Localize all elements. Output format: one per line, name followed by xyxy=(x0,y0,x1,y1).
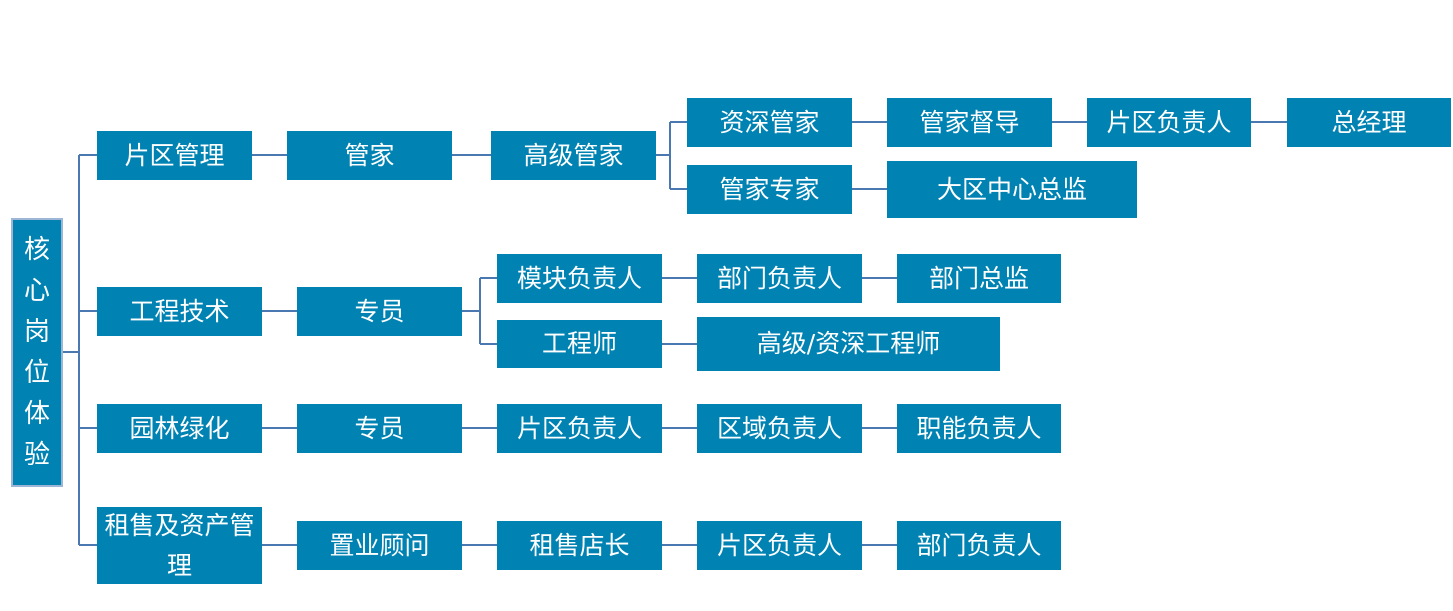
node-b1-chain-1: 管家 xyxy=(287,131,452,180)
node-label: 区域负责人 xyxy=(716,413,842,443)
node-label: 片区负责人 xyxy=(516,413,642,443)
root-label: 核心岗位体验 xyxy=(24,234,51,470)
node-b4-chain-4: 部门负责人 xyxy=(897,521,1061,570)
node-label: 专员 xyxy=(354,296,405,326)
node-label: 大区中心总监 xyxy=(936,174,1087,204)
node-label: 工程技术 xyxy=(129,296,230,326)
node-b3-chain-2: 片区负责人 xyxy=(497,404,662,453)
node-label: 资深管家 xyxy=(719,107,820,137)
node-b2-sub1-2: 部门负责人 xyxy=(697,254,862,303)
node-branch-1: 片区管理 xyxy=(97,131,252,180)
node-label: 部门负责人 xyxy=(716,263,842,293)
node-label: 职能负责人 xyxy=(916,413,1042,443)
node-b2-chain-1: 专员 xyxy=(297,287,462,336)
node-b2-sub2-1: 工程师 xyxy=(497,320,662,368)
node-label: 片区负责人 xyxy=(1106,107,1232,137)
node-b3-chain-4: 职能负责人 xyxy=(897,404,1061,453)
node-label: 专员 xyxy=(354,413,405,443)
node-b2-sub1-1: 模块负责人 xyxy=(497,254,662,303)
node-label: 管家 xyxy=(344,140,395,170)
node-b4-chain-3: 片区负责人 xyxy=(697,521,862,570)
node-label: 片区负责人 xyxy=(716,530,842,560)
node-label: 置业顾问 xyxy=(329,530,430,560)
node-label: 高级管家 xyxy=(523,140,624,170)
node-label: 租售店长 xyxy=(529,530,630,560)
node-b1-sub2-2: 大区中心总监 xyxy=(887,161,1137,218)
node-label: 管家督导 xyxy=(919,107,1020,137)
node-label: 模块负责人 xyxy=(516,263,642,293)
node-b2-sub1-3: 部门总监 xyxy=(897,254,1061,303)
node-b1-sub2-1: 管家专家 xyxy=(687,165,852,214)
node-b2-sub2-2: 高级/资深工程师 xyxy=(697,317,1000,371)
node-b4-chain-2: 租售店长 xyxy=(497,521,662,570)
node-b1-sub1-4: 总经理 xyxy=(1287,98,1451,147)
node-label: 园林绿化 xyxy=(129,413,230,443)
node-label: 高级/资深工程师 xyxy=(756,329,941,359)
node-label: 租售及资产管理 xyxy=(104,510,255,580)
node-label: 部门总监 xyxy=(928,263,1029,293)
node-label: 部门负责人 xyxy=(916,530,1042,560)
node-branch-2: 工程技术 xyxy=(97,287,262,336)
node-branch-3: 园林绿化 xyxy=(97,404,262,453)
node-label: 总经理 xyxy=(1331,107,1407,137)
node-label: 工程师 xyxy=(541,329,617,359)
node-b4-chain-1: 置业顾问 xyxy=(297,521,462,570)
node-label: 片区管理 xyxy=(124,140,225,170)
node-b1-sub1-1: 资深管家 xyxy=(687,98,852,147)
node-label: 管家专家 xyxy=(719,174,820,204)
node-b1-sub1-2: 管家督导 xyxy=(887,98,1052,147)
node-b1-chain-2: 高级管家 xyxy=(491,131,656,180)
root-node: 核心岗位体验 xyxy=(11,218,63,487)
node-b3-chain-3: 区域负责人 xyxy=(697,404,862,453)
node-b3-chain-1: 专员 xyxy=(297,404,462,453)
node-b1-sub1-3: 片区负责人 xyxy=(1087,98,1251,147)
node-branch-4: 租售及资产管理 xyxy=(97,507,262,584)
